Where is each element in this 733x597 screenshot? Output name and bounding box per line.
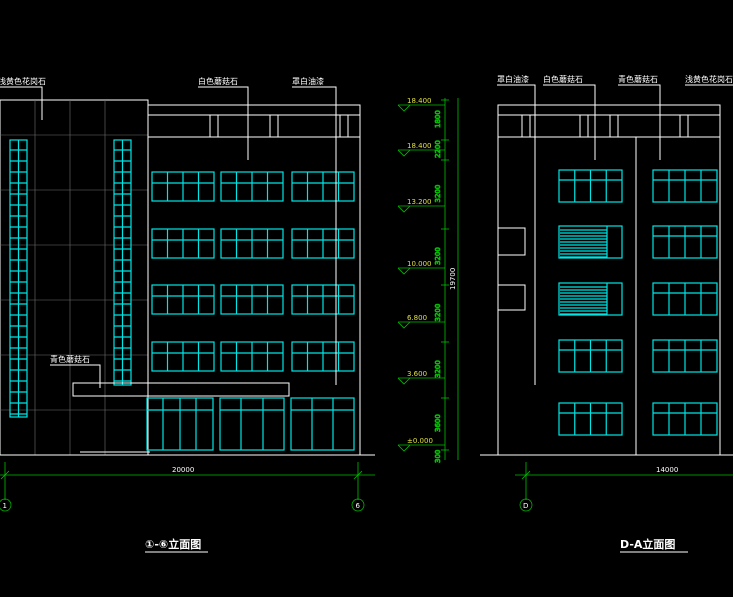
- right-width-dim-text: 14000: [656, 466, 678, 474]
- label-paint: 罩白油漆: [292, 76, 324, 86]
- elevation-triangle: [397, 377, 411, 385]
- vertical-dimension-chain: 1800 2200 3200 3200 3200 3200 3600 300: [434, 98, 459, 463]
- elevation-text: 3.600: [407, 370, 427, 378]
- window-frame: [558, 225, 623, 259]
- window: [652, 339, 718, 373]
- window: [652, 282, 718, 316]
- window: [151, 228, 215, 259]
- dim-text: 3200: [434, 247, 442, 265]
- right-label-paint: 罩白油漆: [497, 74, 529, 84]
- window: [652, 402, 718, 436]
- right-width-dimension: [515, 462, 733, 500]
- axis-label-6: 6: [356, 502, 361, 510]
- window: [652, 169, 718, 203]
- axis-bubble-1: [0, 498, 12, 512]
- strip-ticks: [10, 149, 131, 415]
- elevation-text: 10.000: [407, 260, 432, 268]
- elevation-triangle: [397, 205, 411, 213]
- balcony-notches: [498, 227, 526, 311]
- left-title: ①-⑥立面图: [145, 537, 201, 551]
- tower-glass-strips: [9, 139, 132, 418]
- dim-text: 1800: [434, 110, 442, 128]
- window: [558, 169, 623, 203]
- window-frame: [558, 282, 623, 316]
- dim-text: 300: [434, 450, 442, 463]
- window: [652, 225, 718, 259]
- main-windows: [151, 171, 355, 372]
- elevation-text: 6.800: [407, 314, 427, 322]
- right-parapet: [497, 104, 721, 116]
- axis-bubble-d: [519, 498, 533, 512]
- window: [151, 341, 215, 372]
- dim-text: 3600: [434, 414, 442, 432]
- elevation-text: ±0.000: [407, 437, 433, 445]
- window: [558, 225, 623, 259]
- parapet: [147, 104, 361, 116]
- right-label-stone-a: 浅黄色花岗石: [685, 74, 733, 84]
- axis-label-d: D: [523, 502, 528, 510]
- elevation-triangle: [397, 267, 411, 275]
- elevation-marks: 18.400 18.400 13.200 10.000 6.800 3.600 ±0.000: [397, 97, 445, 452]
- elevation-triangle: [397, 149, 411, 157]
- label-stone-a: 浅黄色花岗石: [0, 76, 46, 86]
- right-block-outline: [497, 114, 721, 456]
- left-elevation: 浅黄色花岗石 白色蘑菇石 罩白油漆 青色蘑菇石 20000 1 6 1800 22…: [0, 76, 459, 553]
- window: [291, 171, 355, 202]
- right-label-leaders: [497, 84, 733, 385]
- right-elevation: 罩白油漆 白色蘑菇石 青色蘑菇石 浅黄色花岗石 14000 D D-A立面图: [480, 74, 733, 553]
- ground-floor-glazing: [146, 397, 355, 451]
- width-dimension: [0, 462, 375, 500]
- dim-text: 2200: [434, 140, 442, 158]
- window: [220, 341, 284, 372]
- label-stone-b: 白色蘑菇石: [198, 76, 238, 86]
- label-stone-c: 青色蘑菇石: [50, 354, 90, 364]
- window: [151, 171, 215, 202]
- label-leaders: [0, 86, 337, 388]
- width-dim-text: 20000: [172, 466, 194, 474]
- window: [220, 228, 284, 259]
- axis-label-1: 1: [3, 502, 7, 510]
- elevation-text: 13.200: [407, 198, 432, 206]
- window: [291, 341, 355, 372]
- window: [558, 339, 623, 373]
- window: [291, 228, 355, 259]
- elevation-triangle: [397, 321, 411, 329]
- right-title: D-A立面图: [620, 537, 675, 551]
- entrance-canopy: [72, 382, 290, 397]
- window: [151, 284, 215, 315]
- window: [558, 282, 623, 316]
- window: [220, 284, 284, 315]
- elevation-triangle: [397, 104, 411, 112]
- dim-text: 3200: [434, 185, 442, 203]
- right-label-stone-b: 白色蘑菇石: [543, 74, 583, 84]
- elevation-text: 18.400: [407, 142, 432, 150]
- tower-grid: [0, 100, 148, 455]
- elevation-triangle: [397, 444, 411, 452]
- right-windows: [558, 169, 718, 436]
- window: [558, 402, 623, 436]
- window: [220, 171, 284, 202]
- roof-posts: [148, 114, 360, 138]
- dim-text: 3200: [434, 360, 442, 378]
- total-height-dim: 19700: [449, 268, 457, 290]
- right-label-stone-c: 青色蘑菇石: [618, 74, 658, 84]
- elevation-text: 18.400: [407, 97, 432, 105]
- window: [291, 284, 355, 315]
- right-roof-posts: [498, 114, 720, 138]
- tower-outline: [0, 99, 149, 456]
- dim-text: 3200: [434, 304, 442, 322]
- axis-bubble-6: [351, 498, 365, 512]
